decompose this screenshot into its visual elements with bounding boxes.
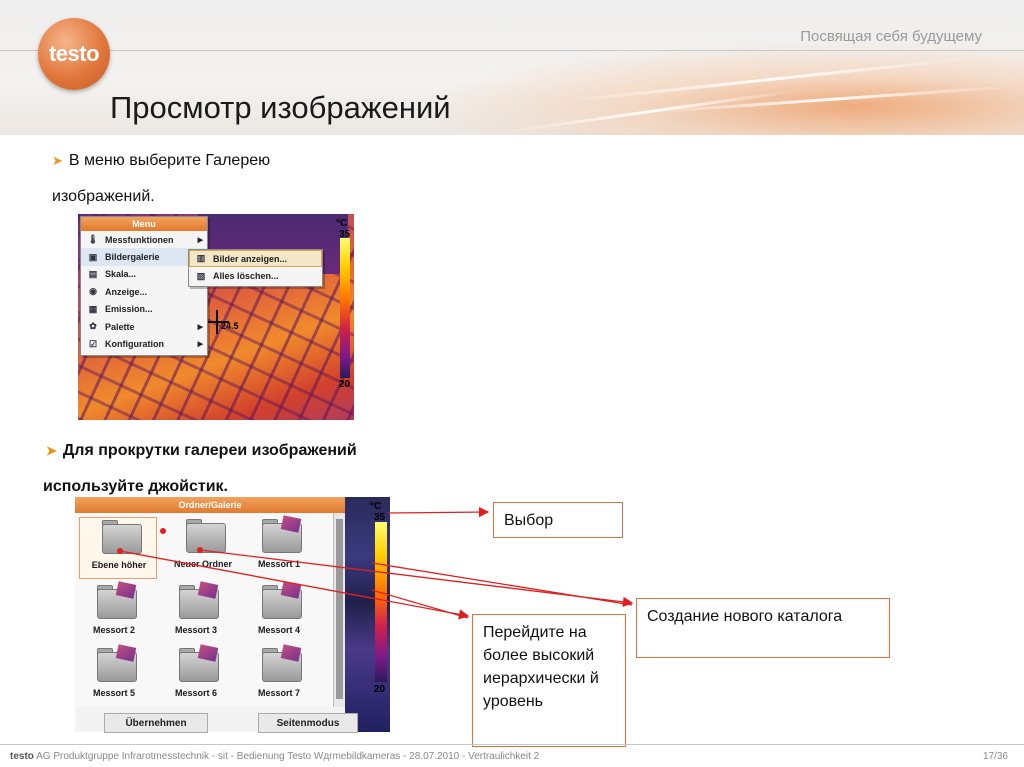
menu-item-label: Messfunktionen bbox=[105, 234, 174, 245]
menu-item-label: Skala... bbox=[105, 269, 137, 280]
gallery-title: Ordner/Galerie bbox=[75, 497, 345, 513]
submenu-item-bilder-anzeigen[interactable]: ▥ Bilder anzeigen... bbox=[189, 250, 322, 268]
menu-item-label: Palette bbox=[105, 321, 135, 332]
header-glow bbox=[420, 40, 1024, 135]
gallery-scrollbar[interactable] bbox=[333, 513, 345, 707]
folder-messort-3[interactable]: Messort 3 bbox=[157, 581, 235, 645]
folder-neuer-ordner[interactable]: Neuer Ordner bbox=[164, 517, 242, 579]
footer-info: AG Produktgruppe Infrarotmesstechnik - s… bbox=[36, 751, 540, 762]
folder-label: Ebene höher bbox=[91, 560, 147, 570]
bullet-arrow-icon: ➤ bbox=[46, 443, 57, 458]
bullet-text: В меню выберите Галерею bbox=[68, 152, 271, 169]
folder-label: Messort 1 bbox=[257, 559, 301, 569]
temperature-scale-bar bbox=[375, 522, 387, 682]
bullet-menu: ➤ В меню выберите Галерею bbox=[52, 153, 270, 169]
images-icon: ▥ bbox=[196, 253, 206, 264]
arrow-to-create-2 bbox=[371, 562, 633, 606]
logo-text: testo bbox=[48, 41, 100, 66]
folder-label: Messort 5 bbox=[92, 688, 136, 698]
measured-temperature: 24.5 bbox=[221, 321, 239, 331]
folder-messort-2[interactable]: Messort 2 bbox=[75, 581, 153, 645]
submenu-arrow-icon: ▶ bbox=[197, 341, 203, 349]
slide-title: Просмотр изображений bbox=[110, 90, 451, 125]
header-band bbox=[0, 0, 1024, 135]
menu-item-label: Anzeige... bbox=[105, 286, 148, 297]
folder-ebene-hoeher[interactable]: Ebene höher bbox=[79, 517, 157, 579]
tagline: Посвящая себя будущему bbox=[800, 28, 982, 45]
gallery-submenu: ▥ Bilder anzeigen... ▧ Alles löschen... bbox=[188, 249, 323, 287]
bullet-arrow-icon: ➤ bbox=[52, 153, 63, 168]
menu-item-palette[interactable]: ✿ Palette ▶ bbox=[81, 318, 207, 335]
footer-text: testo AG Produktgruppe Infrarotmesstechn… bbox=[10, 751, 539, 762]
menu-item-messfunktionen[interactable]: 🌡 Messfunktionen ▶ bbox=[81, 231, 207, 248]
submenu-item-alles-loeschen[interactable]: ▧ Alles löschen... bbox=[189, 267, 322, 284]
scrollbar-thumb[interactable] bbox=[336, 519, 343, 699]
folder-label: Messort 2 bbox=[92, 625, 136, 635]
submenu-item-label: Alles löschen... bbox=[213, 271, 279, 282]
floppy-disk-icon: ▣ bbox=[88, 251, 98, 262]
menu-item-emission[interactable]: ▦ Emission... bbox=[81, 301, 207, 318]
folder-label: Neuer Ordner bbox=[173, 559, 233, 569]
delete-icon: ▧ bbox=[196, 270, 206, 281]
eye-icon: ◉ bbox=[89, 286, 97, 297]
palette-icon: ✿ bbox=[89, 321, 97, 332]
menu-item-label: Emission... bbox=[105, 304, 153, 315]
bullet-joystick-continued: используйте джойстик. bbox=[43, 478, 228, 495]
folder-icon bbox=[186, 523, 226, 553]
folder-messort-4[interactable]: Messort 4 bbox=[240, 581, 318, 645]
folder-label: Messort 4 bbox=[257, 625, 301, 635]
scale-unit: °C bbox=[336, 218, 348, 229]
crosshair-icon bbox=[205, 310, 229, 334]
submenu-item-label: Bilder anzeigen... bbox=[213, 253, 288, 264]
thermometer-icon: 🌡 bbox=[87, 234, 99, 245]
footer-divider bbox=[0, 744, 1024, 745]
folder-label: Messort 7 bbox=[257, 688, 301, 698]
scale-min: 20 bbox=[374, 684, 386, 695]
folder-label: Messort 6 bbox=[174, 688, 218, 698]
uebernehmen-button[interactable]: Übernehmen bbox=[104, 713, 208, 733]
scale-max: 35 bbox=[339, 229, 351, 240]
callout-select: Выбор bbox=[493, 502, 623, 538]
bullet-joystick: ➤ Для прокрутки галереи изображений bbox=[46, 443, 357, 459]
configuration-icon: ☑ bbox=[88, 338, 98, 349]
submenu-arrow-icon: ▶ bbox=[197, 236, 203, 244]
scale-min: 20 bbox=[339, 379, 351, 390]
folder-label: Messort 3 bbox=[174, 625, 218, 635]
header-divider bbox=[0, 50, 1024, 51]
callout-create-catalog: Создание нового каталога bbox=[636, 598, 890, 658]
menu-item-label: Bildergalerie bbox=[105, 252, 160, 263]
folder-messort-1[interactable]: Messort 1 bbox=[240, 515, 318, 579]
callout-go-up: Перейдите на более высокий иерархически … bbox=[472, 614, 626, 747]
emission-icon: ▦ bbox=[88, 303, 98, 314]
temperature-scale-bar bbox=[340, 238, 350, 378]
scale-icon: ▤ bbox=[88, 268, 98, 279]
menu-item-label: Konfiguration bbox=[105, 339, 164, 350]
folder-messort-7[interactable]: Messort 7 bbox=[240, 644, 318, 708]
menu-item-konfiguration[interactable]: ☑ Konfiguration ▶ bbox=[81, 335, 207, 352]
folder-icon bbox=[102, 524, 142, 554]
bullet-text: Для прокрутки галереи изображений bbox=[62, 442, 357, 459]
scale-max: 35 bbox=[374, 512, 386, 523]
arrow-to-select bbox=[387, 506, 490, 518]
bullet-menu-continued: изображений. bbox=[52, 188, 155, 205]
menu-item-skala[interactable]: ▤ Skala... bbox=[81, 266, 207, 283]
page-number: 17/36 bbox=[982, 751, 1008, 762]
menu-title: Menu bbox=[81, 217, 207, 231]
folder-messort-6[interactable]: Messort 6 bbox=[157, 644, 235, 708]
folder-messort-5[interactable]: Messort 5 bbox=[75, 644, 153, 708]
scale-unit: °C bbox=[370, 501, 382, 512]
testo-logo: testo bbox=[38, 18, 110, 90]
menu-item-anzeige[interactable]: ◉ Anzeige... bbox=[81, 283, 207, 300]
footer-company: testo bbox=[10, 751, 34, 762]
submenu-arrow-icon: ▶ bbox=[197, 323, 203, 331]
seitenmodus-button[interactable]: Seitenmodus bbox=[258, 713, 358, 733]
